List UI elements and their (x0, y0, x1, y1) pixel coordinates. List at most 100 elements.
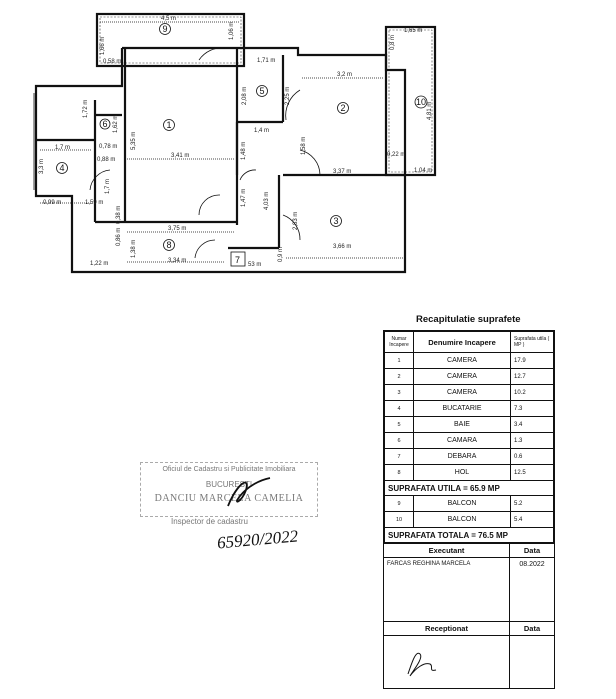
svg-text:0,8 m: 0,8 m (390, 35, 396, 50)
room-6-label: 6 (103, 119, 108, 129)
svg-text:1,66 m: 1,66 m (100, 37, 106, 55)
outer-walls (33, 46, 407, 274)
floor-plan: 9 10 1 2 3 4 5 6 7 8 4,5 m 1,06 m 1,66 m… (33, 12, 437, 274)
balcony-10 (384, 25, 437, 177)
row-area: 7.3 (510, 400, 554, 417)
receptionat-label: Receptionat (384, 622, 509, 636)
row-area: 17.9 (510, 352, 554, 369)
room-7-label: 7 (235, 255, 240, 265)
row-area: 1.3 (510, 432, 554, 449)
row-name: DEBARA (413, 448, 511, 465)
svg-text:1,48 m: 1,48 m (241, 142, 247, 160)
row-name: CAMERA (413, 368, 511, 385)
svg-text:3,75 m: 3,75 m (168, 226, 186, 232)
row-nr: 9 (384, 495, 414, 512)
header-area: Suprafata utila ( MP ) (510, 331, 554, 353)
row-area: 0.6 (510, 448, 554, 465)
svg-text:2,25 m: 2,25 m (285, 87, 291, 105)
row-area: 3.4 (510, 416, 554, 433)
useful-area-row: SUPRAFATA UTILA = 65.9 MP (384, 480, 554, 496)
room-4-label: 4 (60, 163, 65, 173)
room-7-box (230, 251, 246, 267)
row-name: BALCON (413, 511, 511, 528)
svg-text:3,3 m: 3,3 m (39, 159, 45, 174)
svg-text:4,81 m: 4,81 m (427, 102, 433, 120)
row-nr: 6 (384, 432, 414, 449)
executant-name: FARCAS REGHINA MARCELA (387, 561, 471, 567)
room-1-label: 1 (167, 120, 172, 130)
svg-text:1,58 m: 1,58 m (301, 137, 307, 155)
row-area: 10.2 (510, 384, 554, 401)
room-5-label: 5 (260, 86, 265, 96)
room-labels: 9 10 1 2 3 4 5 6 7 8 (56, 23, 428, 265)
svg-text:4,5 m: 4,5 m (161, 16, 176, 22)
svg-text:1,65 m: 1,65 m (404, 28, 422, 34)
svg-text:0,38 m: 0,38 m (116, 206, 122, 224)
svg-text:1,71 m: 1,71 m (257, 58, 275, 64)
signature (407, 652, 437, 677)
svg-text:0,88 m: 0,88 m (97, 157, 115, 163)
svg-text:3,37 m: 3,37 m (333, 169, 351, 175)
row-nr: 7 (384, 448, 414, 465)
row-name: CAMERA (413, 352, 511, 369)
row-area: 5.4 (510, 511, 554, 528)
receptionat-block: Receptionat Data (384, 621, 554, 688)
row-nr: 2 (384, 368, 414, 385)
balcony-9 (95, 12, 246, 68)
row-nr: 4 (384, 400, 414, 417)
svg-text:0,78 m: 0,78 m (99, 144, 117, 150)
svg-text:1,7 m: 1,7 m (105, 179, 111, 194)
svg-text:2,83 m: 2,83 m (293, 212, 299, 230)
stamp-line1: Oficiul de Cadastru si Publicitate Imobi… (162, 466, 296, 473)
svg-text:1,59 m: 1,59 m (85, 200, 103, 206)
useful-area-total: SUPRAFATA UTILA = 65.9 MP (384, 480, 554, 496)
stamp-line3: DANCIU MARCELA CAMELIA (154, 493, 304, 504)
row-name: CAMARA (413, 432, 511, 449)
svg-text:1,06 m: 1,06 m (229, 22, 235, 40)
svg-text:5,35 m: 5,35 m (131, 132, 137, 150)
svg-text:3,2 m: 3,2 m (337, 72, 352, 78)
row-area: 5.2 (510, 495, 554, 512)
registration-number: 65920/2022 (216, 526, 299, 553)
svg-text:0,99 m: 0,99 m (43, 200, 61, 206)
svg-text:0,9 m: 0,9 m (278, 247, 284, 262)
svg-text:1,38 m: 1,38 m (131, 240, 137, 258)
inspector-label: Inspector de cadastru (171, 517, 248, 526)
svg-text:0,22 m: 0,22 m (387, 152, 405, 158)
executant-block: Executant FARCAS REGHINA MARCELA Data 08… (384, 543, 554, 621)
date-label: Data (510, 544, 554, 558)
svg-text:1,72 m: 1,72 m (83, 100, 89, 118)
svg-text:3,66 m: 3,66 m (333, 244, 351, 250)
row-nr: 10 (384, 511, 414, 528)
row-area: 12.5 (510, 464, 554, 481)
svg-text:1,7 m: 1,7 m (55, 145, 70, 151)
row-name: HOL (413, 464, 511, 481)
svg-text:3,34 m: 3,34 m (168, 258, 186, 264)
date-label-2: Data (510, 622, 554, 636)
doors (89, 47, 321, 259)
executant-date: 08.2022 (519, 561, 545, 568)
row-name: BAIE (413, 416, 511, 433)
room-8-label: 8 (167, 240, 172, 250)
svg-text:4,03 m: 4,03 m (264, 192, 270, 210)
row-nr: 5 (384, 416, 414, 433)
row-name: BALCON (413, 495, 511, 512)
dimension-lines (40, 21, 403, 263)
room-3-label: 3 (334, 216, 339, 226)
row-name: BUCATARIE (413, 400, 511, 417)
total-area: SUPRAFATA TOTALA = 76.5 MP (384, 527, 554, 543)
row-area: 12.7 (510, 368, 554, 385)
table-header: Numar Incapere Denumire Incapere Suprafa… (384, 331, 554, 353)
executant-label: Executant (384, 544, 509, 558)
stamp-line2: BUCURESTI (205, 480, 253, 489)
room-2-label: 2 (341, 103, 346, 113)
cadastre-stamp: Oficiul de Cadastru si Publicitate Imobi… (140, 462, 318, 517)
